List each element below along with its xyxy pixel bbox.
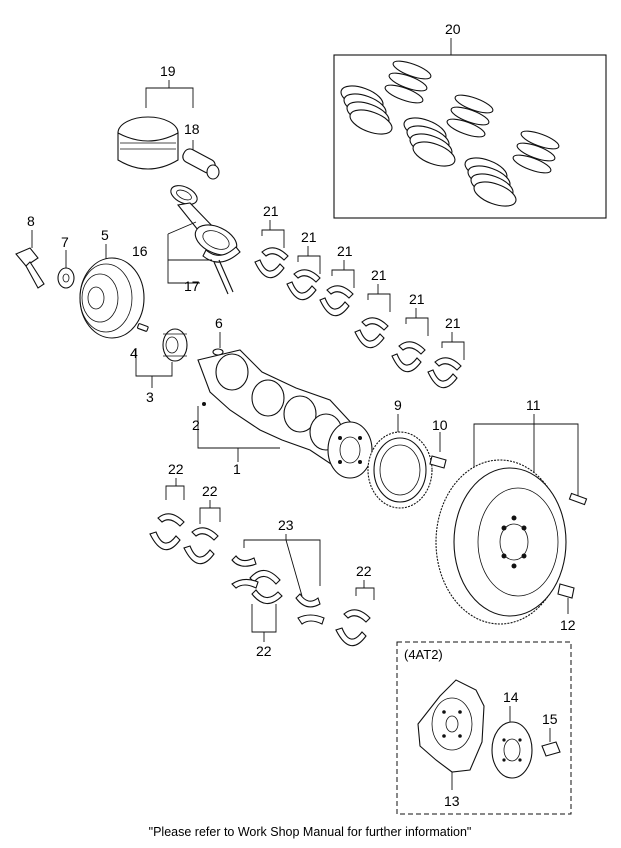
callout-21-a: 21 xyxy=(263,203,279,219)
thrust-washer-group xyxy=(231,534,325,625)
ring-stack-left-upper xyxy=(384,60,432,104)
bearing-22-a xyxy=(149,478,185,551)
variant-4at2-label: (4AT2) xyxy=(404,647,443,662)
ring-stack-right xyxy=(464,157,517,207)
callout-22-a: 22 xyxy=(168,461,184,477)
bolt-10 xyxy=(429,432,447,469)
bearing-21-f xyxy=(427,332,465,389)
callout-18: 18 xyxy=(184,121,200,137)
pulley-bolt-group xyxy=(15,230,145,339)
bearing-21-d xyxy=(354,284,391,349)
bearing-21-e xyxy=(391,308,429,373)
bolt-15 xyxy=(541,728,561,757)
ring-stack-left xyxy=(340,85,393,135)
callout-10: 10 xyxy=(432,417,448,433)
bearing-22-d xyxy=(335,580,375,647)
callout-22-d: 22 xyxy=(256,643,272,659)
callout-7: 7 xyxy=(61,234,69,250)
ring-stack-middle xyxy=(403,117,456,167)
bearing-22-b xyxy=(183,500,221,565)
callout-21-f: 21 xyxy=(445,315,461,331)
adapter-plate xyxy=(491,706,533,779)
bolt-12 xyxy=(557,583,575,614)
callout-21-e: 21 xyxy=(409,291,425,307)
callout-23: 23 xyxy=(278,517,294,533)
callout-21-c: 21 xyxy=(337,243,353,259)
crank-pulley xyxy=(79,257,145,339)
callout-19: 19 xyxy=(160,63,176,79)
washer xyxy=(57,267,75,289)
callout-11: 11 xyxy=(526,397,541,413)
footer-note: "Please refer to Work Shop Manual for fu… xyxy=(149,825,472,839)
bearing-21-a xyxy=(254,220,289,279)
timing-sprocket xyxy=(162,328,188,362)
callout-14: 14 xyxy=(503,689,519,705)
bearing-21-b xyxy=(286,246,321,301)
callout-8: 8 xyxy=(27,213,35,229)
callout-21-d: 21 xyxy=(371,267,387,283)
callout-15: 15 xyxy=(542,711,558,727)
callout-1: 1 xyxy=(233,461,241,477)
piston-assembly xyxy=(117,80,220,180)
ring-stack-right-upper xyxy=(512,130,560,174)
callout-17: 17 xyxy=(184,278,200,294)
sprocket-group xyxy=(135,323,188,388)
callout-13: 13 xyxy=(444,793,460,809)
callout-3: 3 xyxy=(146,389,154,405)
variant-4at2-box xyxy=(396,641,572,815)
crankshaft-flange xyxy=(327,421,373,479)
callout-9: 9 xyxy=(394,397,402,413)
bearing-22-c xyxy=(249,569,283,642)
callout-labels: 20 19 18 16 17 8 7 5 6 4 3 2 1 21 21 21 … xyxy=(27,21,576,809)
variant-4at2-group xyxy=(396,641,572,815)
bearing-21-c xyxy=(319,260,355,317)
callout-20: 20 xyxy=(445,21,461,37)
crankshaft xyxy=(197,349,373,479)
upper-bearing-group xyxy=(254,220,465,389)
callout-12: 12 xyxy=(560,617,576,633)
callout-22-c: 22 xyxy=(356,563,372,579)
connecting-rod-assembly xyxy=(167,185,241,295)
callout-22-b: 22 xyxy=(202,483,218,499)
drive-plate xyxy=(417,679,485,790)
piston-ring-set-group xyxy=(333,38,607,219)
piston-ring-box xyxy=(333,54,607,219)
ring-gear xyxy=(367,414,433,509)
callout-4: 4 xyxy=(130,345,138,361)
pin-6 xyxy=(212,332,224,356)
ring-stack-middle-upper xyxy=(446,94,494,138)
callout-16: 16 xyxy=(132,243,148,259)
flywheel-assembly xyxy=(435,414,588,625)
callout-5: 5 xyxy=(101,227,109,243)
callout-21-b: 21 xyxy=(301,229,317,245)
lower-bearing-group xyxy=(149,478,375,647)
callout-2: 2 xyxy=(192,417,200,433)
callout-6: 6 xyxy=(215,315,223,331)
